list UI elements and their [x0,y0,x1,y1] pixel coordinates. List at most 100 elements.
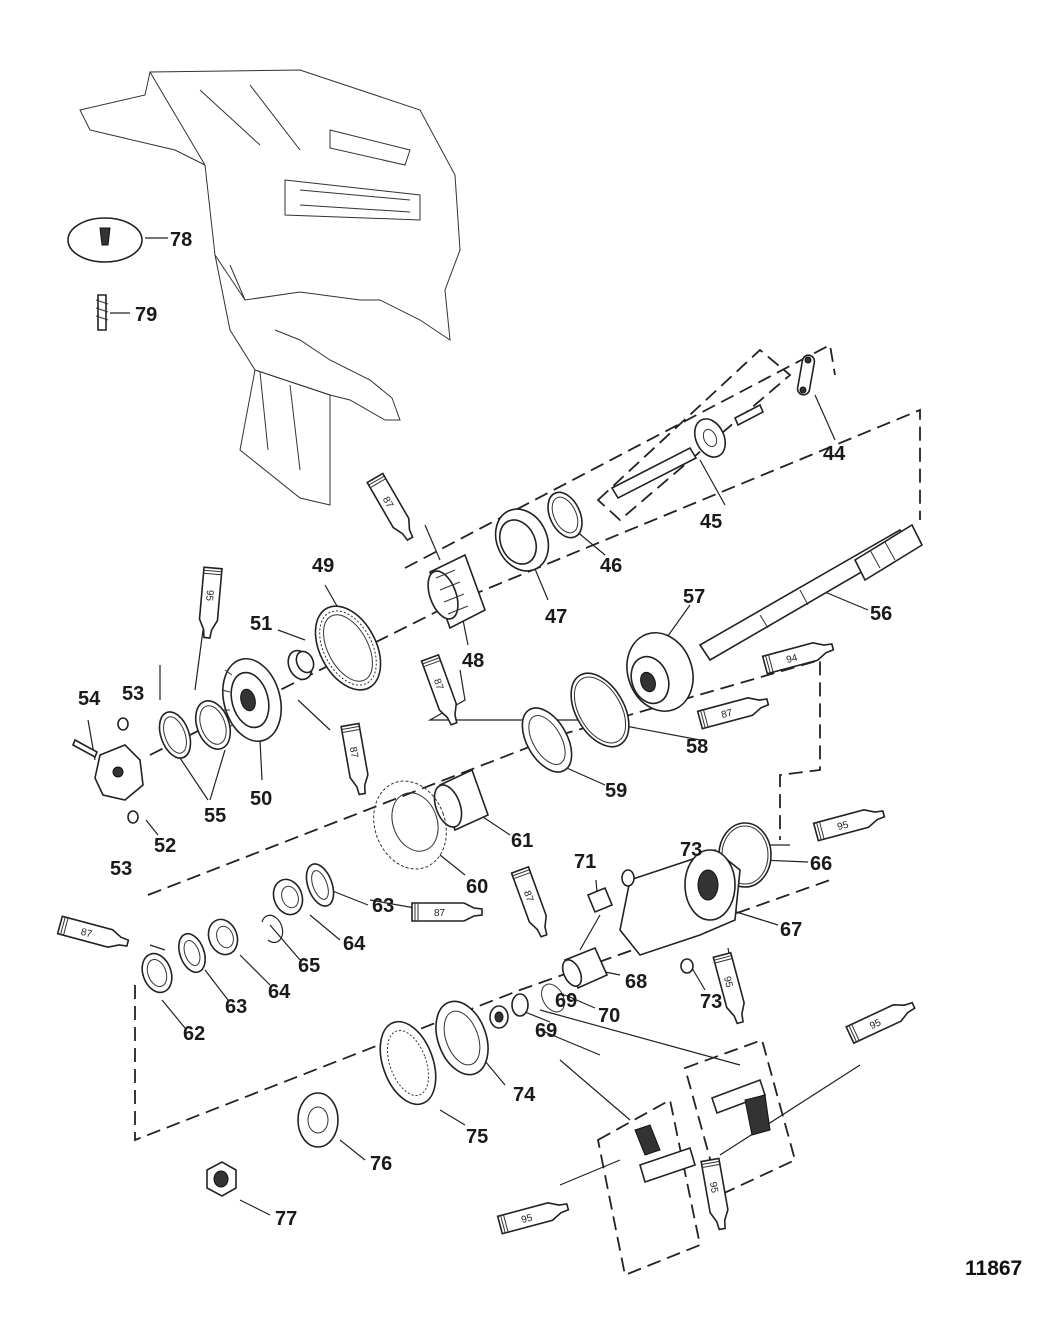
callout-73-upper: 73 [680,839,702,861]
part-69-washer [489,993,529,1029]
gearcase-housing [79,69,461,506]
part-75-hub [379,1020,437,1106]
lubricant-tube-t87a: 87 [366,472,414,542]
lubricant-tube-label: 87 [521,889,535,904]
callout-69-lower: 69 [535,1020,557,1042]
lubricant-tube-t87d: 87 [340,722,369,796]
callout-78: 78 [170,229,192,251]
part-63-washer-lower [178,932,206,974]
part-52-clutch [94,744,144,801]
lubricant-tube-label: 87 [720,707,734,721]
callout-48: 48 [462,650,484,672]
lubricant-tube-t87c: 87 [696,697,770,730]
part-76-tab-washer [297,1092,339,1148]
lubricant-tube-t95d: 95 [845,1001,916,1045]
part-78-anode [67,217,143,263]
part-51-bearing [287,649,315,681]
drawing-number: 11867 [965,1257,1022,1280]
lubricant-tube-t95f: 95 [700,1157,729,1231]
lubricant-tube-label: 87 [347,746,360,759]
callout-64-upper: 64 [343,933,366,955]
part-44-link [796,354,816,396]
lubricant-tube-label: 87 [431,677,445,692]
lubricant-tube-t87g: 87 [510,865,548,938]
part-63-washer-upper [305,863,335,907]
callout-63-lower: 63 [225,996,247,1018]
callout-53-upper: 53 [122,683,144,705]
assembly-boundaries [134,343,921,1277]
part-61-roller-bearing [433,768,489,832]
callout-51: 51 [250,613,272,635]
callout-79: 79 [135,304,157,326]
part-64-bearing-upper [272,878,304,916]
callout-75: 75 [466,1126,488,1148]
callout-63-upper: 63 [372,895,394,917]
part-47-bearing-carrier [494,508,550,572]
part-45-shift-assembly [610,403,765,500]
lubricant-tube-label: 95 [203,589,215,601]
callout-46: 46 [600,555,622,577]
callout-71: 71 [574,851,596,873]
lubricant-tube-t95e: 95 [496,1202,570,1235]
part-49-thrust-bearing [314,605,382,691]
part-64-bearing-lower [207,918,239,956]
callout-60: 60 [466,876,488,898]
callout-59: 59 [605,780,627,802]
part-58-o-ring [570,672,630,748]
part-46-o-ring [547,491,583,539]
callout-76: 76 [370,1153,392,1175]
lubricant-tube-t95b: 95 [812,809,886,842]
lubricant-tube-label: 95 [721,975,735,989]
part-60-bearing-carrier [373,780,447,870]
callout-68: 68 [625,971,647,993]
callout-70: 70 [598,1005,620,1027]
lubricant-tube-t95a: 95 [198,566,223,639]
callout-58: 58 [686,736,708,758]
part-70-ring [541,983,565,1013]
callout-54: 54 [78,688,101,710]
callout-73-lower: 73 [700,991,722,1013]
lubricant-tube-label: 94 [785,652,799,666]
callout-74: 74 [513,1084,536,1106]
lubricant-tube-t87b: 87 [420,653,458,726]
callout-57: 57 [683,586,705,608]
lubricant-tube-label: 95 [520,1212,534,1226]
callout-labels: 78 79 44 45 46 47 48 49 51 56 57 53 54 5… [78,229,892,1230]
callout-69-upper: 69 [555,990,577,1012]
lubricant-tube-label: 95 [868,1017,883,1032]
callout-61: 61 [511,830,533,852]
lubricant-tube-label: 95 [836,819,850,833]
callout-62: 62 [183,1023,205,1045]
callout-77: 77 [275,1208,297,1230]
callout-66: 66 [810,853,832,875]
part-67-bearing-carrier [619,849,741,956]
part-71-screw [586,886,614,914]
callout-56: 56 [870,603,892,625]
part-56-propeller-shaft [698,523,924,662]
part-54-pin [71,738,99,759]
part-68-needle-bearing [561,946,609,990]
callout-49: 49 [312,555,334,577]
part-57-reverse-gear [626,632,694,712]
tool-assembly-upper [710,1078,771,1136]
lubricant-tube-label: 87 [380,495,395,511]
callout-47: 47 [545,606,567,628]
part-79-screw [95,294,109,331]
callout-67: 67 [780,919,802,941]
lubricant-tube-label: 87 [434,908,446,919]
part-73-washer [621,869,694,974]
callout-55: 55 [204,805,226,827]
callout-52: 52 [154,835,176,857]
part-50-forward-gear [221,657,282,743]
part-62-spacer [141,952,173,994]
callout-64-lower: 64 [268,981,291,1003]
part-74-thrust-hub [435,1000,489,1076]
lubricant-tube-label: 95 [707,1181,720,1194]
part-55-rings [158,700,232,759]
callout-45: 45 [700,511,722,533]
lubricant-tube-t87e: 87 [411,902,483,922]
lubricant-tube-t95c: 95 [712,951,745,1025]
